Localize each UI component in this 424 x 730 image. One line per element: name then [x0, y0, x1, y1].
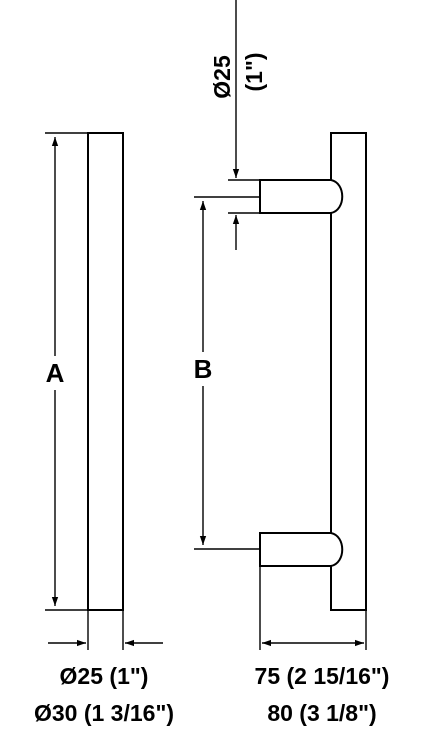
dim-a-label: A — [46, 358, 65, 388]
post-diameter-imperial-label: (1") — [241, 52, 267, 91]
projection-dimension — [259, 566, 367, 650]
bar-diameter-label-2: Ø30 (1 3/16") — [34, 700, 174, 726]
projection-label-1: 75 (2 15/16") — [255, 663, 390, 689]
side-view-bar — [330, 132, 367, 611]
bar-width-dimension — [48, 610, 163, 650]
post-diameter-label: Ø25 — [209, 55, 235, 99]
dim-b-label-bg — [188, 352, 218, 386]
post-diameter-dimension — [228, 0, 260, 250]
dim-a-label-bg — [40, 356, 70, 390]
projection-label-2: 80 (3 1/8") — [267, 700, 376, 726]
front-view-bar — [87, 132, 124, 611]
bottom-post — [259, 532, 344, 567]
top-post — [259, 179, 344, 214]
bar-diameter-label-1: Ø25 (1") — [60, 663, 149, 689]
dim-b-label: B — [194, 354, 213, 384]
